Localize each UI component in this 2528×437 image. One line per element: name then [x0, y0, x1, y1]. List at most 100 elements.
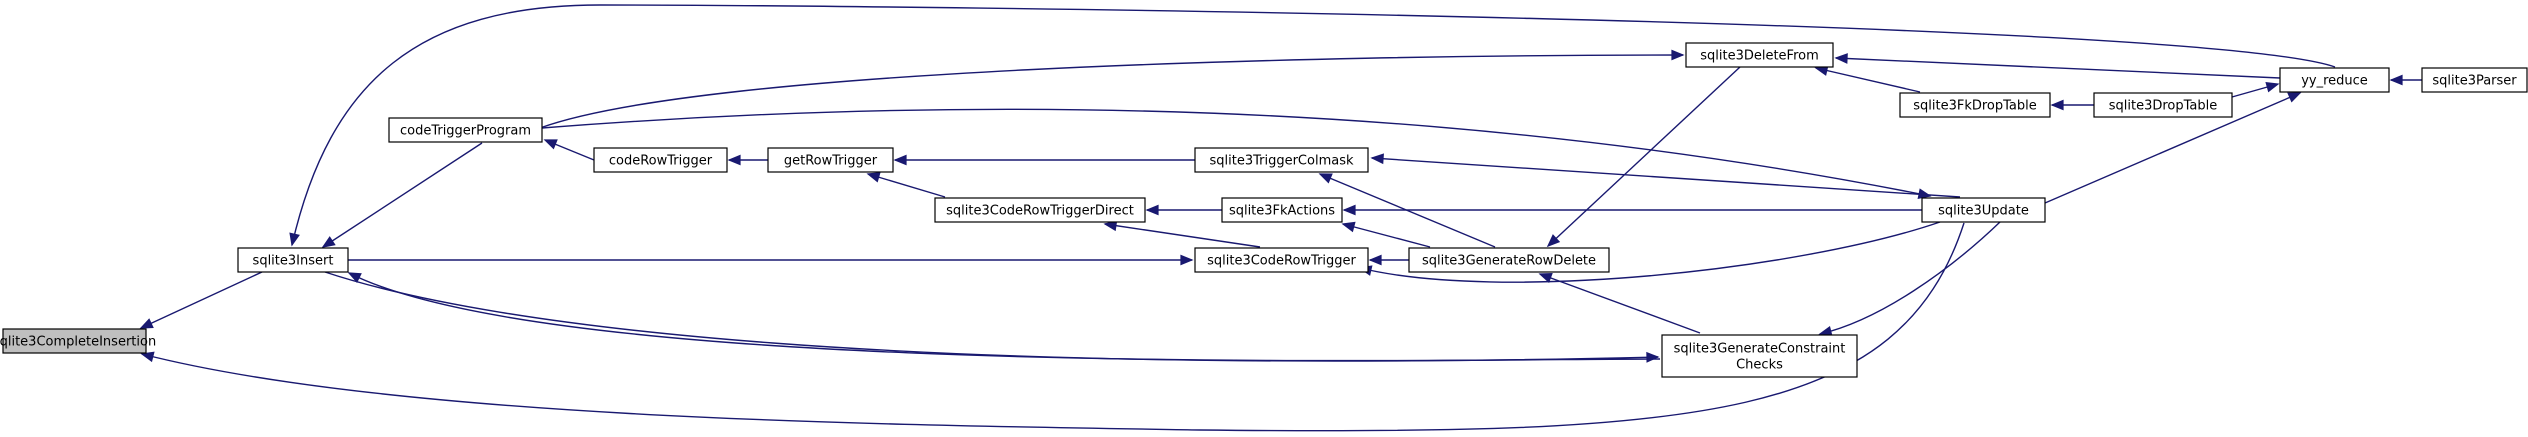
edge-line — [348, 272, 1661, 362]
edge-line — [141, 222, 1965, 432]
node-codetriggerprogram[interactable]: codeTriggerProgram — [388, 117, 543, 143]
arrowhead — [1370, 153, 1384, 165]
edge-line — [539, 54, 1684, 129]
node-sqlite3parser[interactable]: sqlite3Parser — [2421, 67, 2528, 93]
node-sqlite3fkactions[interactable]: sqlite3FkActions — [1221, 197, 1343, 223]
edge-n6-to-n4 — [893, 154, 1195, 166]
node-sqlite3generaterowdelete[interactable]: sqlite3GenerateRowDelete — [1408, 247, 1610, 273]
node-sqlite3triggercolmask[interactable]: sqlite3TriggerColmask — [1194, 147, 1369, 173]
node-yy-reduce[interactable]: yy_reduce — [2279, 67, 2390, 93]
arrowhead — [1917, 188, 1932, 200]
node-box — [2, 328, 147, 354]
edge-n1-to-n11 — [324, 271, 1660, 363]
node-label: sqlite3TriggerColmask — [1209, 154, 1353, 169]
edge-n3-to-n2 — [543, 139, 595, 161]
node-label: sqlite3CompleteInsertion — [0, 335, 156, 350]
node-box — [2279, 67, 2390, 93]
arrowhead — [2265, 82, 2280, 93]
arrowhead — [1341, 221, 1356, 233]
node-sqlite3fkdroptable[interactable]: sqlite3FkDropTable — [1899, 92, 2051, 118]
edge-n5-to-n4 — [866, 172, 946, 198]
arrowhead — [1538, 272, 1553, 284]
node-box — [2093, 92, 2233, 118]
edge-n8-to-n5 — [1103, 220, 1261, 248]
edge-n15-to-n16 — [2389, 74, 2422, 86]
node-label: sqlite3CodeRowTriggerDirect — [946, 204, 1134, 219]
arrowhead — [347, 272, 362, 283]
node-box — [388, 117, 543, 143]
node-box — [1221, 197, 1343, 223]
node-getrowtrigger[interactable]: getRowTrigger — [767, 147, 894, 173]
node-label: sqlite3GenerateRowDelete — [1422, 254, 1596, 269]
arrowhead — [1546, 234, 1561, 248]
node-box — [1408, 247, 1610, 273]
edge-layer — [139, 4, 2422, 432]
edge-n12-to-n13 — [2050, 99, 2094, 111]
arrowhead — [1342, 204, 1356, 216]
arrowhead — [1834, 53, 1848, 64]
edge-line — [1371, 157, 1961, 198]
node-coderowtrigger[interactable]: codeRowTrigger — [593, 147, 728, 173]
edge-line — [1547, 66, 1741, 247]
node-sqlite3update[interactable]: sqlite3Update — [1921, 197, 2046, 223]
arrowhead — [2050, 99, 2064, 111]
node-sqlite3completeinsertion: sqlite3CompleteInsertion — [0, 328, 156, 354]
edge-n10-to-n12 — [1814, 65, 1921, 93]
edge-line — [1815, 67, 1921, 93]
node-label: sqlite3DropTable — [2109, 99, 2218, 114]
arrowhead — [321, 236, 336, 248]
arrowhead — [543, 139, 558, 150]
edge-line — [1104, 223, 1261, 248]
node-box — [1921, 197, 2046, 223]
node-box — [1899, 92, 2051, 118]
node-label: sqlite3GenerateConstraint — [1674, 342, 1846, 357]
edge-line — [1342, 223, 1431, 248]
edge-line — [1359, 221, 1941, 283]
node-box — [1194, 147, 1369, 173]
arrowhead — [289, 232, 300, 247]
arrowhead — [1180, 254, 1194, 266]
edge-line — [1539, 273, 1701, 334]
node-layer: sqlite3CompleteInsertion sqlite3Insert cod… — [0, 42, 2528, 378]
arrowhead — [1671, 49, 1685, 61]
edge-line — [2044, 92, 2301, 204]
node-box — [767, 147, 894, 173]
arrowhead — [1145, 204, 1159, 216]
edge-n9-to-n8 — [1368, 254, 1409, 266]
edge-n2-to-n1 — [321, 142, 483, 248]
node-box — [237, 247, 349, 273]
edge-n14-to-n11 — [1818, 221, 2001, 337]
arrowhead — [139, 318, 154, 329]
node-label: Checks — [1736, 358, 1783, 373]
edge-n15-to-n10 — [1834, 53, 2281, 79]
arrowhead — [140, 351, 155, 363]
edge-n1-to-n0 — [139, 271, 263, 329]
node-sqlite3insert[interactable]: sqlite3Insert — [237, 247, 349, 273]
edge-n1-to-n8 — [348, 254, 1194, 266]
arrowhead — [1646, 351, 1660, 363]
node-label: codeRowTrigger — [609, 154, 713, 169]
edge-line — [541, 108, 1931, 197]
edge-n4-to-n3 — [727, 154, 768, 166]
edge-n11-to-n0 — [347, 272, 1661, 362]
node-sqlite3coderowtriggerdirect[interactable]: sqlite3CodeRowTriggerDirect — [934, 197, 1146, 223]
node-sqlite3coderowtrigger[interactable]: sqlite3CodeRowTrigger — [1194, 247, 1369, 273]
node-sqlite3droptable[interactable]: sqlite3DropTable — [2093, 92, 2233, 118]
edge-n9-to-n7 — [1341, 221, 1431, 248]
edge-n14-to-n6 — [1370, 153, 1961, 198]
arrowhead — [727, 154, 741, 166]
node-label: sqlite3Update — [1938, 204, 2029, 219]
node-box — [934, 197, 1146, 223]
arrowhead — [866, 172, 881, 183]
node-box — [2421, 67, 2528, 93]
node-sqlite3deletefrom[interactable]: sqlite3DeleteFrom — [1685, 42, 1834, 68]
edge-line — [322, 142, 483, 248]
edge-n14-to-n7 — [1342, 204, 1922, 216]
edge-n14-to-n0 — [140, 222, 1965, 432]
node-label: sqlite3FkDropTable — [1913, 99, 2037, 114]
node-label: sqlite3FkActions — [1229, 204, 1335, 219]
edge-n11-to-n9 — [1538, 272, 1701, 334]
node-box — [593, 147, 728, 173]
